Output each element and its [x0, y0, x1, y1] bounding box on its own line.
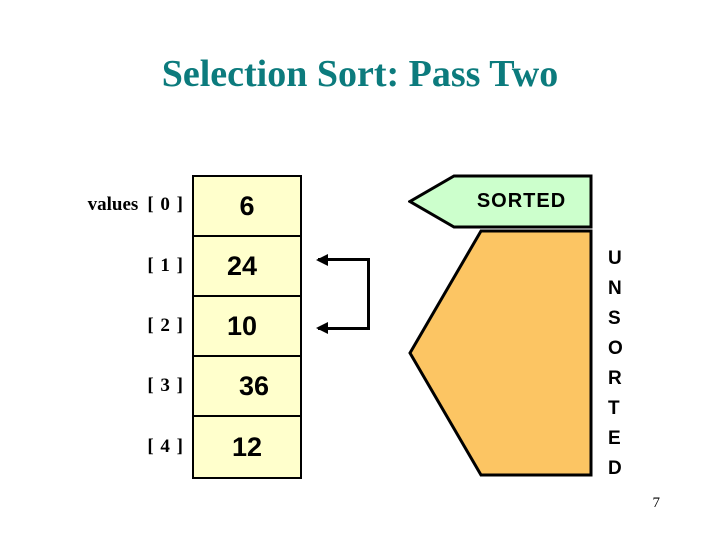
index-row-0: values [ 0 ] [20, 175, 190, 235]
page-title: Selection Sort: Pass Two [161, 53, 559, 95]
index-label-2: [ 2 ] [147, 314, 184, 336]
array-value-0: 6 [239, 190, 255, 221]
array-cell-2: 10 [194, 297, 300, 357]
array-cell-0: 6 [194, 177, 300, 237]
index-label-3: [ 3 ] [147, 375, 184, 397]
arrow-left-icon-bottom [316, 322, 328, 334]
swap-bracket-arrows [316, 254, 370, 334]
array-variable-name: values [87, 194, 139, 216]
index-row-2: [ 2 ] [20, 296, 190, 356]
index-label-1: [ 1 ] [147, 254, 184, 276]
swap-bracket-top-line [318, 258, 370, 261]
index-row-3: [ 3 ] [20, 356, 190, 416]
sorted-region-shape: SORTED [408, 174, 593, 229]
unsorted-letter-5: T [608, 398, 620, 419]
unsorted-letter-6: E [608, 428, 621, 449]
swap-bracket-bottom-line [318, 327, 370, 330]
index-label-4: [ 4 ] [147, 435, 184, 457]
unsorted-letter-4: R [608, 368, 622, 389]
page-number: 7 [652, 495, 661, 511]
unsorted-region-label: U N S O R T E D [608, 244, 638, 484]
unsorted-letter-3: O [608, 338, 623, 359]
array-index-labels: values [ 0 ] [ 1 ] [ 2 ] [ 3 ] [ 4 ] [20, 175, 190, 477]
unsorted-region-shape [408, 229, 593, 477]
array-value-1: 24 [226, 250, 258, 281]
swap-bracket-vertical-line [367, 258, 370, 330]
unsorted-letter-1: N [608, 278, 622, 299]
array-cell-1: 24 [194, 237, 300, 297]
array-value-4: 12 [231, 431, 263, 462]
array-cells: 6 24 10 36 12 [192, 175, 302, 479]
index-label-0: [ 0 ] [147, 194, 184, 216]
unsorted-letter-2: S [608, 308, 621, 329]
unsorted-letter-7: D [608, 458, 622, 479]
array-cell-3: 36 [194, 357, 300, 417]
unsorted-letter-0: U [608, 248, 622, 269]
arrow-left-icon-top [316, 254, 328, 266]
array-value-2: 10 [226, 310, 258, 341]
index-row-1: [ 1 ] [20, 235, 190, 295]
index-row-4: [ 4 ] [20, 417, 190, 477]
array-cell-4: 12 [194, 417, 300, 477]
array-value-3: 36 [238, 370, 270, 401]
